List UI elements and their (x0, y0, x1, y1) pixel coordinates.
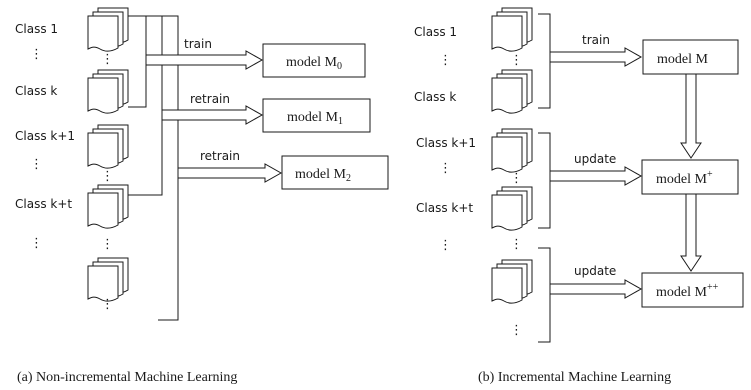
right-stack-vdots-3: ⋮ (510, 237, 523, 252)
right-doc-stack-5 (491, 259, 533, 304)
left-doc-stack-2 (87, 69, 129, 114)
left-arrow-retrain-2-label: retrain (200, 149, 240, 163)
right-arrow-down-1 (680, 73, 702, 159)
left-bracket-2 (128, 15, 163, 196)
right-bracket-2 (538, 132, 551, 229)
right-model-m-box (642, 39, 739, 75)
left-model-m0-text: model M0 (286, 55, 342, 72)
right-doc-stack-3 (491, 128, 533, 173)
left-class-kt-label: Class k+t (15, 197, 72, 211)
left-doc-stack-4 (87, 184, 129, 229)
right-vdots-2: ⋮ (439, 161, 452, 176)
right-bracket-3 (538, 247, 551, 343)
left-class-1-label: Class 1 (15, 22, 58, 36)
left-stack-vdots-4: ⋮ (101, 297, 114, 312)
right-model-mplusplus-text: model M++ (656, 282, 719, 300)
right-arrow-update-1-label: update (574, 152, 616, 166)
right-class-k-label: Class k (414, 90, 456, 104)
left-model-m2-box (281, 155, 389, 190)
left-bracket-1 (128, 15, 147, 108)
right-model-mplusplus-box (641, 272, 744, 308)
right-arrow-update-2 (549, 279, 643, 299)
left-model-m1-text: model M1 (287, 110, 343, 127)
left-arrow-retrain-1-label: retrain (190, 92, 230, 106)
right-class-kt-label: Class k+t (416, 201, 473, 215)
left-arrow-retrain-1 (161, 105, 264, 125)
left-vdots-3: ⋮ (30, 236, 43, 251)
right-doc-stack-1 (491, 7, 533, 52)
left-doc-stack-3 (87, 124, 129, 169)
right-class-1-label: Class 1 (414, 25, 457, 39)
left-stack-vdots-1: ⋮ (101, 52, 114, 67)
right-caption: (b) Incremental Machine Learning (478, 370, 671, 385)
right-vdots-3: ⋮ (439, 238, 452, 253)
right-arrow-train (549, 47, 643, 67)
left-model-m1-box (262, 98, 371, 133)
left-vdots-1: ⋮ (30, 47, 43, 62)
right-arrow-update-2-label: update (574, 264, 616, 278)
right-stack-vdots-4: ⋮ (510, 323, 523, 338)
right-model-mplus-box (641, 159, 739, 195)
left-class-k1-label: Class k+1 (15, 129, 75, 143)
left-doc-stack-1 (87, 7, 129, 52)
left-vdots-2: ⋮ (30, 157, 43, 172)
left-arrow-train-label: train (184, 37, 212, 51)
right-stack-vdots-2: ⋮ (510, 171, 523, 186)
left-arrow-train (145, 50, 264, 70)
left-stack-vdots-3: ⋮ (101, 237, 114, 252)
right-arrow-update-1 (549, 166, 643, 186)
left-arrow-retrain-2 (177, 163, 283, 183)
right-model-mplus-text: model M+ (656, 169, 713, 187)
right-doc-stack-4 (491, 186, 533, 231)
panel-non-incremental: Class 1 ⋮ Class k Class k+1 ⋮ Class k+t … (15, 7, 389, 385)
right-doc-stack-2 (491, 69, 533, 114)
panel-incremental: Class 1 ⋮ Class k Class k+1 ⋮ Class k+t … (414, 7, 744, 385)
left-model-m0-box (262, 43, 366, 78)
left-caption: (a) Non-incremental Machine Learning (17, 370, 237, 385)
left-doc-stack-5 (87, 257, 129, 302)
right-stack-vdots-1: ⋮ (510, 53, 523, 68)
right-model-m-text: model M (657, 52, 708, 67)
left-class-k-label: Class k (15, 84, 57, 98)
right-arrow-down-2 (680, 193, 702, 272)
left-model-m2-text: model M2 (295, 167, 351, 184)
left-stack-vdots-2: ⋮ (101, 169, 114, 184)
right-vdots-1: ⋮ (439, 53, 452, 68)
right-arrow-train-label: train (582, 33, 610, 47)
right-bracket-1 (538, 13, 551, 109)
right-class-k1-label: Class k+1 (416, 136, 476, 150)
